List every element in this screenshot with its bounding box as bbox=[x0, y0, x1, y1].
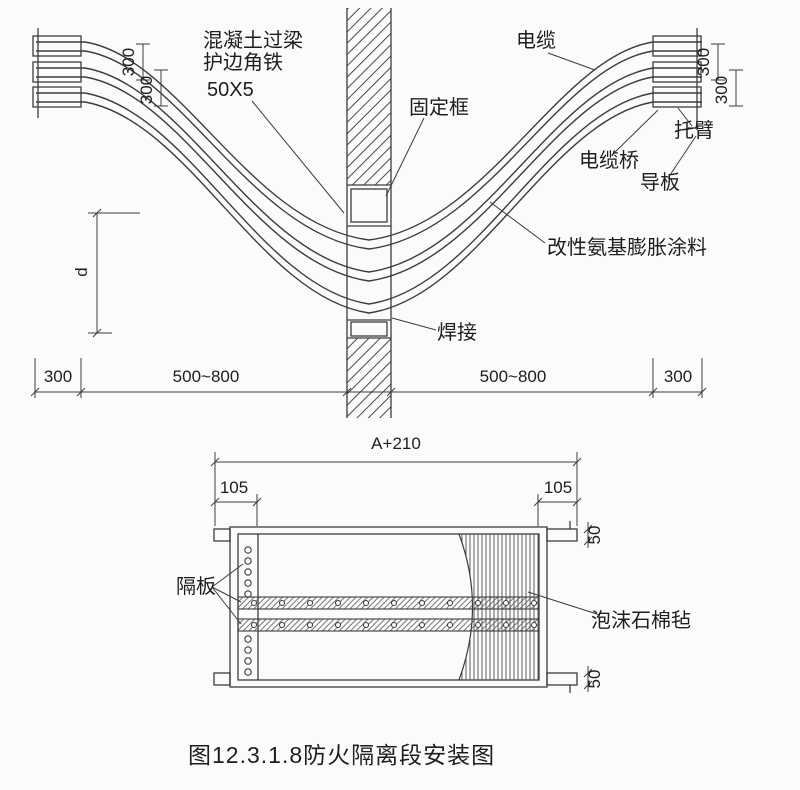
label-cable-tray: 电缆桥 bbox=[579, 149, 639, 172]
tab-bottom-right bbox=[546, 672, 578, 686]
leader-lines-bottom bbox=[211, 563, 601, 625]
dim-span-left: 500~800 bbox=[173, 367, 240, 386]
dim-300-right-lower: 300 bbox=[712, 76, 731, 104]
label-angle-spec: 50X5 bbox=[207, 79, 254, 101]
dim-300-right-upper: 300 bbox=[694, 48, 713, 76]
label-bracket: 托臂 bbox=[674, 119, 714, 142]
dim-d: d bbox=[72, 267, 91, 276]
fastener-circles bbox=[244, 546, 252, 676]
dimensions-bottom bbox=[210, 452, 593, 692]
dim-overall-width: A+210 bbox=[371, 434, 421, 453]
concrete-column bbox=[346, 8, 392, 418]
cables bbox=[36, 41, 702, 314]
label-expansion-coating: 改性氨基膨胀涂料 bbox=[547, 236, 707, 259]
figure-caption: 图12.3.1.8防火隔离段安装图 bbox=[188, 742, 495, 768]
dim-300-bottom-left: 300 bbox=[44, 367, 72, 386]
cable-tray-left bbox=[32, 28, 82, 118]
label-foam-felt: 泡沫石棉毡 bbox=[591, 609, 691, 632]
dim-300-left-lower: 300 bbox=[137, 76, 156, 104]
partition-bands bbox=[237, 596, 540, 632]
dim-105-right: 105 bbox=[544, 478, 572, 497]
dim-105-left: 105 bbox=[220, 478, 248, 497]
tab-top-right bbox=[546, 528, 578, 542]
dim-50-top: 50 bbox=[585, 526, 604, 545]
dim-300-left-upper: 300 bbox=[119, 48, 138, 76]
dim-span-right: 500~800 bbox=[480, 367, 547, 386]
label-cable: 电缆 bbox=[516, 29, 556, 52]
cable-tray-right bbox=[652, 28, 702, 130]
label-edge-angle-iron: 护边角铁 bbox=[203, 51, 283, 74]
label-concrete-lintel: 混凝土过梁 bbox=[203, 29, 303, 52]
dim-50-bottom: 50 bbox=[585, 670, 604, 689]
dim-300-bottom-right: 300 bbox=[664, 367, 692, 386]
label-welding: 焊接 bbox=[437, 321, 477, 344]
label-guide-plate: 导板 bbox=[640, 171, 680, 194]
dimensions-top bbox=[30, 43, 743, 398]
tab-top-left bbox=[213, 528, 231, 542]
leader-lines-top bbox=[251, 52, 697, 331]
label-fixing-frame: 固定框 bbox=[409, 96, 469, 119]
label-partition: 隔板 bbox=[176, 575, 216, 598]
tab-bottom-left bbox=[213, 672, 231, 686]
